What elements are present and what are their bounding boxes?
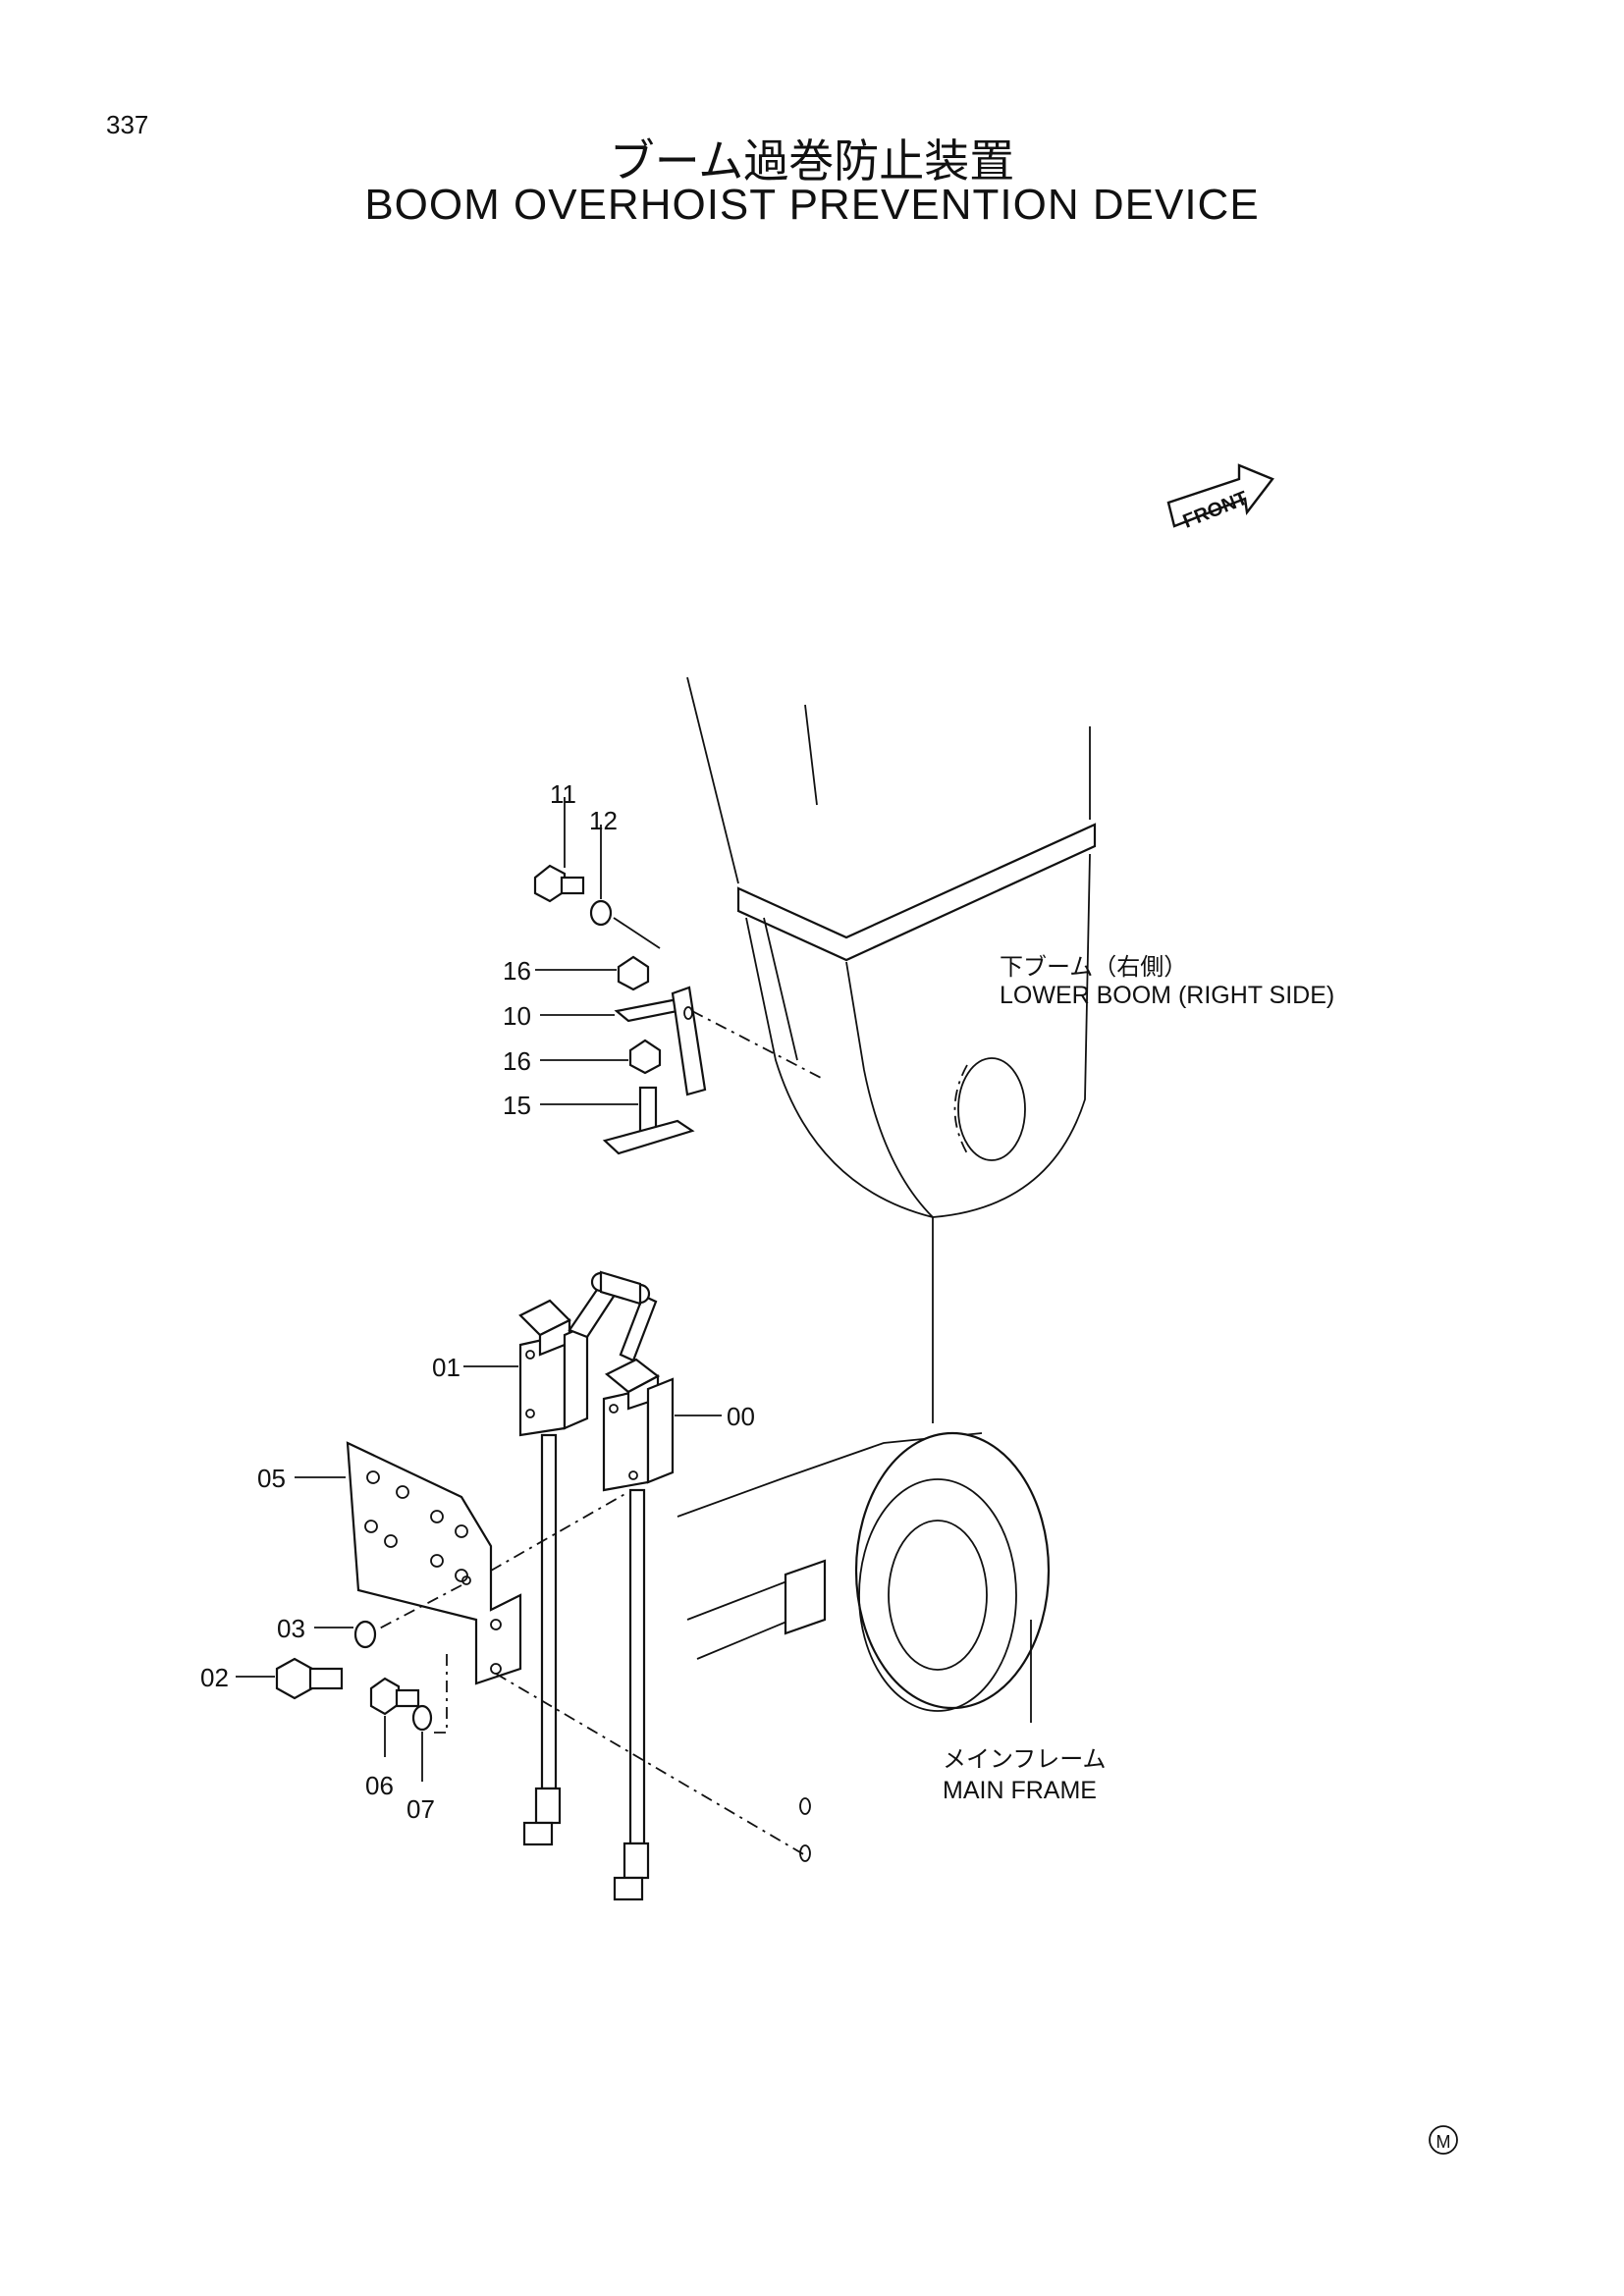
- bracket-plate-group: [295, 1441, 806, 1856]
- callout-03: 03: [277, 1614, 305, 1643]
- m-mark-letter: M: [1436, 2132, 1451, 2152]
- lower-boom: [686, 676, 1097, 1218]
- callout-12: 12: [589, 806, 618, 835]
- lower-boom-caption-jp: 下ブーム（右側）: [1000, 953, 1187, 981]
- limit-switch-group: [463, 1270, 722, 1901]
- page-number: 337: [106, 110, 149, 139]
- callout-07: 07: [406, 1794, 435, 1824]
- main-frame-caption-en: MAIN FRAME: [943, 1777, 1097, 1804]
- title-japanese: ブーム過巻防止装置: [609, 134, 1015, 187]
- title-english: BOOM OVERHOIST PREVENTION DEVICE: [364, 181, 1260, 229]
- main-frame: [677, 1431, 1051, 1723]
- upper-bracket-group: [533, 797, 826, 1155]
- fastener-group: [236, 1620, 811, 1862]
- lower-boom-caption-en: LOWER BOOM (RIGHT SIDE): [1000, 982, 1334, 1009]
- callout-16-bottom: 16: [503, 1046, 531, 1076]
- callout-01: 01: [432, 1353, 460, 1382]
- main-frame-caption-jp: メインフレーム: [943, 1745, 1107, 1773]
- callout-00: 00: [727, 1402, 755, 1431]
- callout-05: 05: [257, 1464, 286, 1493]
- callout-16-top: 16: [503, 956, 531, 986]
- callout-11: 11: [550, 779, 576, 809]
- callout-06: 06: [365, 1771, 394, 1800]
- callout-02: 02: [200, 1663, 229, 1692]
- callout-10: 10: [503, 1001, 531, 1031]
- front-arrow: FRONT: [1166, 463, 1274, 533]
- callout-15: 15: [503, 1091, 531, 1120]
- m-mark: M: [1429, 2125, 1458, 2155]
